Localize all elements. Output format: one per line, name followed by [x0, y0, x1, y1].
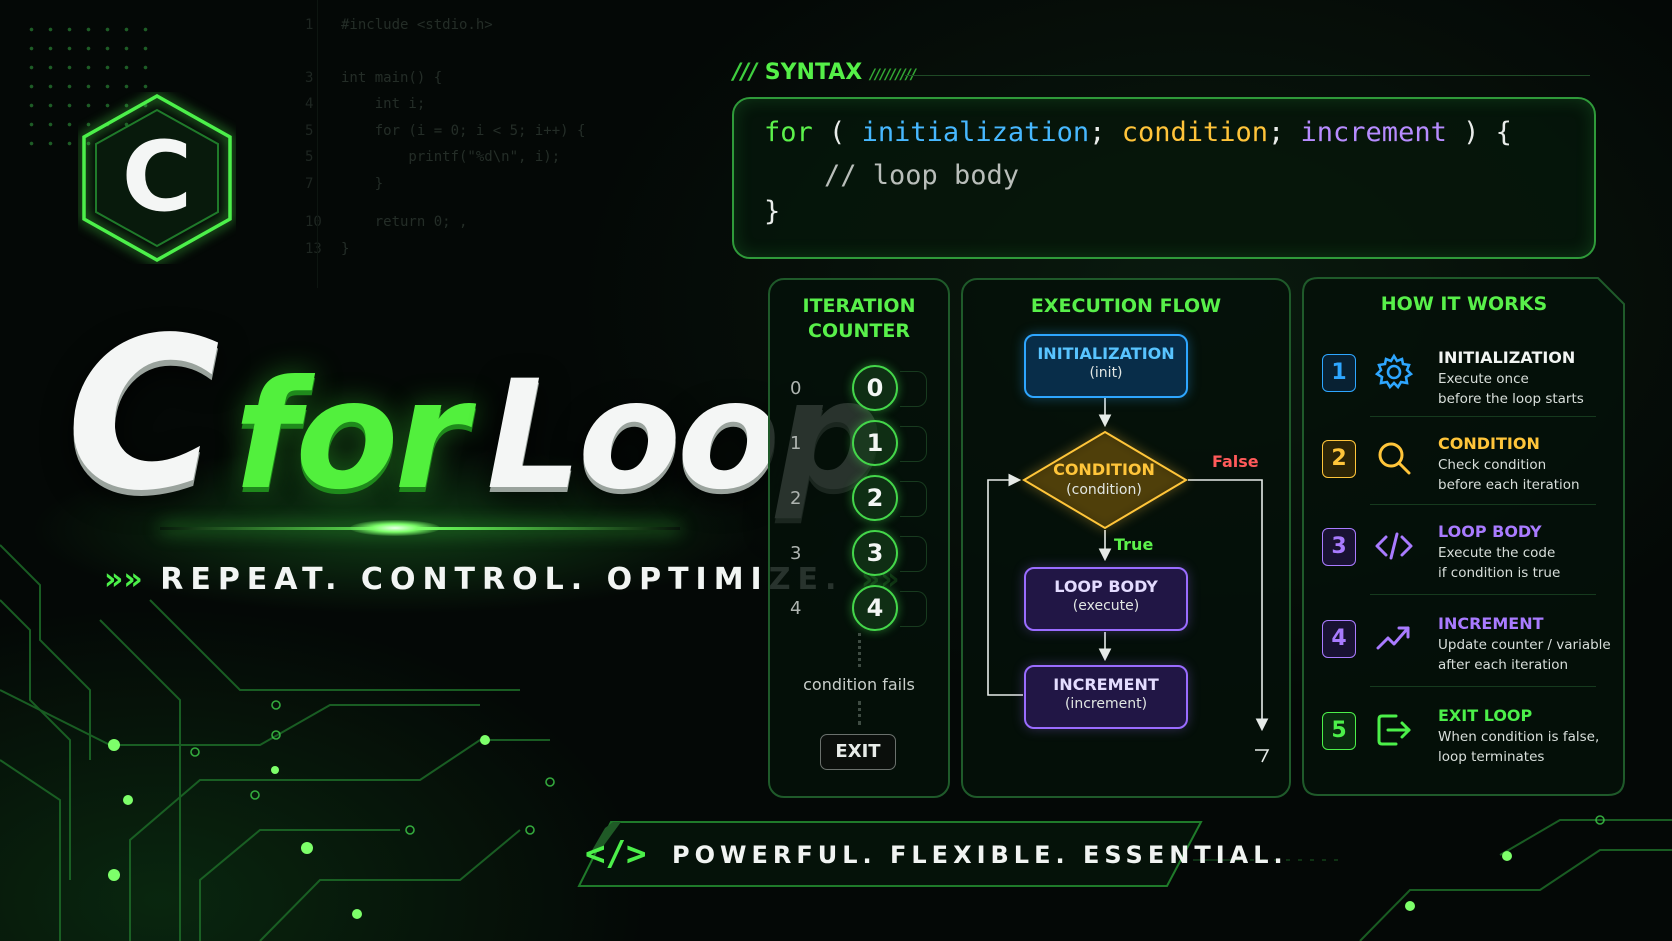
code-icon — [1375, 532, 1413, 560]
flow-init-box: INITIALIZATION (init) — [1024, 334, 1188, 398]
iteration-row: 4 4 — [790, 585, 930, 633]
step-exit-loop: 5 EXIT LOOP When condition is false,loop… — [1322, 706, 1602, 786]
step-number: 1 — [1322, 354, 1356, 392]
syntax-divider — [905, 75, 1590, 76]
flow-loop-body-box: LOOP BODY (execute) — [1024, 567, 1188, 631]
condition-fails-label: condition fails — [803, 675, 915, 694]
step-title: INITIALIZATION — [1438, 348, 1576, 367]
flow-condition-sub: (condition) — [1066, 482, 1142, 498]
code-line: 7 } — [305, 175, 384, 192]
syntax-code-box: for ( initialization; condition; increme… — [732, 97, 1596, 259]
exit-badge: EXIT — [820, 734, 896, 770]
slash-marks-icon: /// — [733, 60, 758, 85]
iteration-row: 2 2 — [790, 475, 930, 523]
tagline-text: REPEAT. CONTROL. OPTIMIZE. — [160, 562, 844, 597]
step-title: INCREMENT — [1438, 614, 1544, 633]
flow-increment-box: INCREMENT (increment) — [1024, 665, 1188, 729]
hatch-marks-icon: ///////// — [869, 67, 916, 83]
divider — [1370, 416, 1596, 417]
condition-diamond — [1022, 430, 1188, 530]
step-title: LOOP BODY — [1438, 522, 1542, 541]
bottom-banner-frame — [577, 821, 1203, 887]
step-title: EXIT LOOP — [1438, 706, 1533, 725]
code-line: 5 printf("%d\n", i); — [305, 149, 561, 165]
iteration-row: 3 3 — [790, 530, 930, 578]
dotted-connector — [858, 633, 863, 667]
title-for: for — [234, 349, 468, 523]
trend-up-icon — [1376, 626, 1410, 650]
flow-condition-title: CONDITION — [1053, 460, 1155, 479]
how-it-works-title: HOW IT WORKS — [1380, 293, 1548, 315]
iteration-value: 4 — [852, 585, 898, 631]
iteration-value: 0 — [852, 365, 898, 411]
logo-letter: C — [122, 121, 192, 233]
syntax-line-3: } — [764, 196, 781, 227]
syntax-line-1: for ( initialization; condition; increme… — [764, 117, 1512, 148]
how-it-works-panel — [1302, 277, 1625, 796]
code-line: 5 for (i = 0; i < 5; i++) { — [305, 122, 586, 139]
divider — [1370, 686, 1596, 687]
dotted-connector — [858, 701, 863, 725]
step-title: CONDITION — [1438, 434, 1540, 453]
iteration-value: 2 — [852, 475, 898, 521]
step-number: 3 — [1322, 528, 1356, 566]
syntax-line-2: // loop body — [824, 160, 1020, 191]
divider — [1370, 594, 1596, 595]
banner-text: POWERFUL. FLEXIBLE. ESSENTIAL. — [672, 841, 1288, 869]
chevron-right-icon: »» — [104, 562, 143, 597]
title-c: C — [66, 292, 220, 537]
syntax-label: /// SYNTAX ///////// — [733, 60, 916, 85]
search-icon — [1378, 442, 1411, 475]
execution-flow-title: EXECUTION FLOW — [1030, 295, 1222, 317]
exit-icon — [1377, 714, 1411, 746]
hexagon-c-logo-icon: C — [82, 93, 232, 263]
code-brackets-icon: </> — [585, 834, 647, 874]
iteration-value: 1 — [852, 420, 898, 466]
true-label: True — [1114, 535, 1154, 554]
gear-icon — [1374, 353, 1414, 390]
iteration-row: 0 0 — [790, 365, 930, 413]
step-number: 4 — [1322, 620, 1356, 658]
code-line: 1#include <stdio.h> — [305, 17, 493, 33]
code-line: 4 int i; — [305, 96, 426, 112]
iteration-value: 3 — [852, 530, 898, 576]
step-desc: When condition is false,loop terminates — [1438, 729, 1600, 765]
glow-spot — [350, 520, 440, 536]
false-label: False — [1212, 452, 1259, 471]
step-number: 2 — [1322, 440, 1356, 478]
step-number: 5 — [1322, 712, 1356, 750]
divider — [1370, 504, 1596, 505]
iteration-row: 1 1 — [790, 420, 930, 468]
